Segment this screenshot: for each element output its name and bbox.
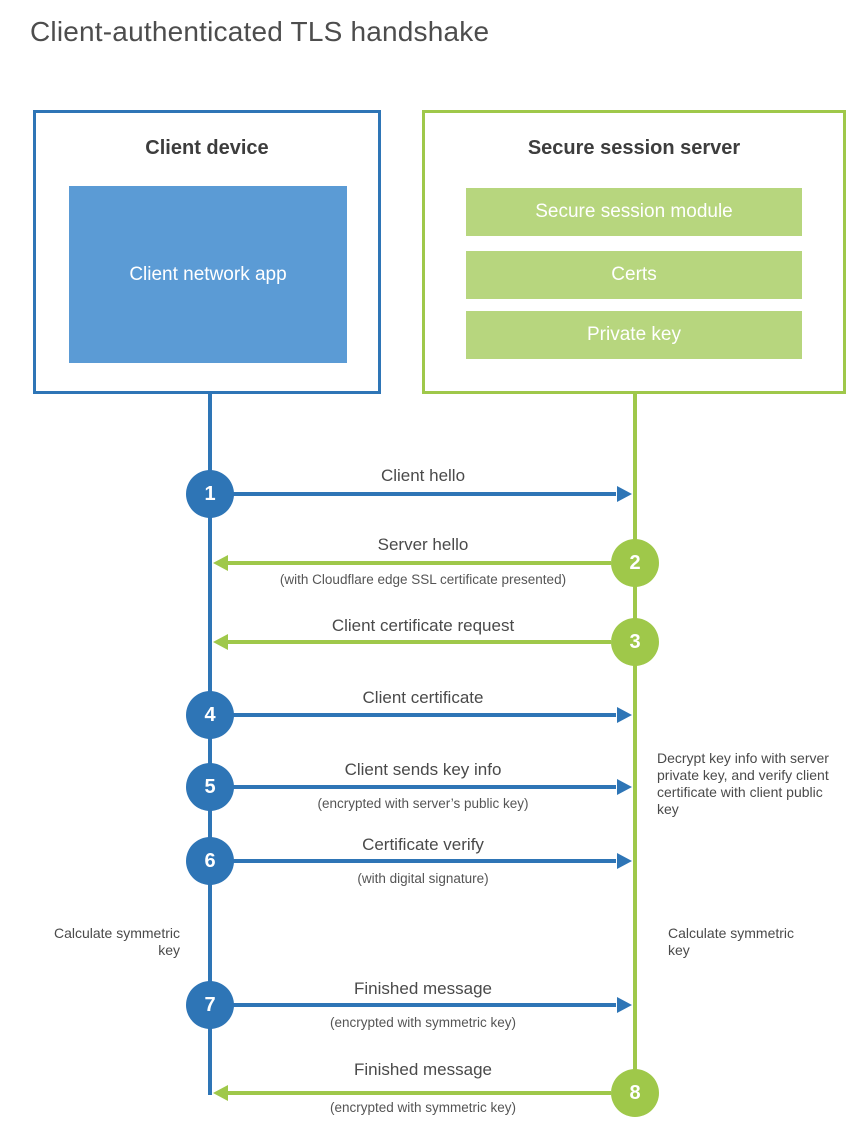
step-1-label: Client hello <box>380 466 466 485</box>
step-1-arrowhead-icon <box>617 486 632 502</box>
client-network-app-box: Client network app <box>69 186 347 363</box>
client-lifeline <box>208 393 212 1095</box>
step-3-arrow <box>228 640 611 644</box>
step-3-number: 3 <box>629 630 641 653</box>
step-2-circle: 2 <box>611 539 659 587</box>
step-8-number: 8 <box>629 1081 641 1104</box>
step-8-label: Finished message <box>354 1060 492 1079</box>
step-5-number: 5 <box>204 775 216 798</box>
server-lifeline <box>633 393 637 1093</box>
server-decrypt-note: Decrypt key info with server private key… <box>657 750 829 817</box>
step-5-arrow <box>232 785 616 789</box>
step-8-circle: 8 <box>611 1069 659 1117</box>
client-network-app-label: Client network app <box>129 263 287 285</box>
client-device-box: Client device Client network app <box>33 110 381 394</box>
step-3-label: Client certificate request <box>331 616 515 635</box>
step-8-arrowhead-icon <box>213 1085 228 1101</box>
step-8-note: (encrypted with symmetric key) <box>329 1100 517 1115</box>
step-7-circle: 7 <box>186 981 234 1029</box>
step-1-circle: 1 <box>186 470 234 518</box>
step-5-note: (encrypted with server’s public key) <box>317 796 529 811</box>
step-7-arrowhead-icon <box>617 997 632 1013</box>
step-2-note: (with Cloudflare edge SSL certificate pr… <box>279 572 567 587</box>
diagram-title: Client-authenticated TLS handshake <box>30 16 490 47</box>
step-4-circle: 4 <box>186 691 234 739</box>
server-title: Secure session server <box>527 137 741 159</box>
calc-symmetric-key-right: Calculate symmetric key <box>668 925 795 958</box>
server-module-bar-certs: Certs <box>466 251 802 299</box>
step-2-label: Server hello <box>377 535 469 554</box>
step-4-arrow <box>232 713 616 717</box>
step-4-label: Client certificate <box>362 688 484 707</box>
step-3-arrowhead-icon <box>213 634 228 650</box>
step-5-circle: 5 <box>186 763 234 811</box>
step-2-number: 2 <box>629 551 641 574</box>
server-module-bar-private-key: Private key <box>466 311 802 359</box>
step-1-number: 1 <box>204 482 216 505</box>
step-5-arrowhead-icon <box>617 779 632 795</box>
step-7-number: 7 <box>204 993 216 1016</box>
step-3-circle: 3 <box>611 618 659 666</box>
step-4-number: 4 <box>204 703 216 726</box>
step-6-number: 6 <box>204 849 216 872</box>
step-2-arrowhead-icon <box>213 555 228 571</box>
step-6-arrow <box>232 859 616 863</box>
step-6-note: (with digital signature) <box>357 871 489 886</box>
client-device-title: Client device <box>145 137 269 159</box>
server-module-bar-secure-session: Secure session module <box>466 188 802 236</box>
step-7-note: (encrypted with symmetric key) <box>329 1015 517 1030</box>
step-4-arrowhead-icon <box>617 707 632 723</box>
server-box: Secure session server Secure session mod… <box>422 110 846 394</box>
step-2-arrow <box>228 561 611 565</box>
step-8-arrow <box>228 1091 611 1095</box>
step-6-label: Certificate verify <box>362 835 484 854</box>
step-7-arrow <box>232 1003 616 1007</box>
step-6-circle: 6 <box>186 837 234 885</box>
calc-symmetric-key-left: Calculate symmetric key <box>53 925 180 958</box>
step-7-label: Finished message <box>354 979 492 998</box>
step-5-label: Client sends key info <box>344 760 502 779</box>
step-6-arrowhead-icon <box>617 853 632 869</box>
step-1-arrow <box>232 492 616 496</box>
